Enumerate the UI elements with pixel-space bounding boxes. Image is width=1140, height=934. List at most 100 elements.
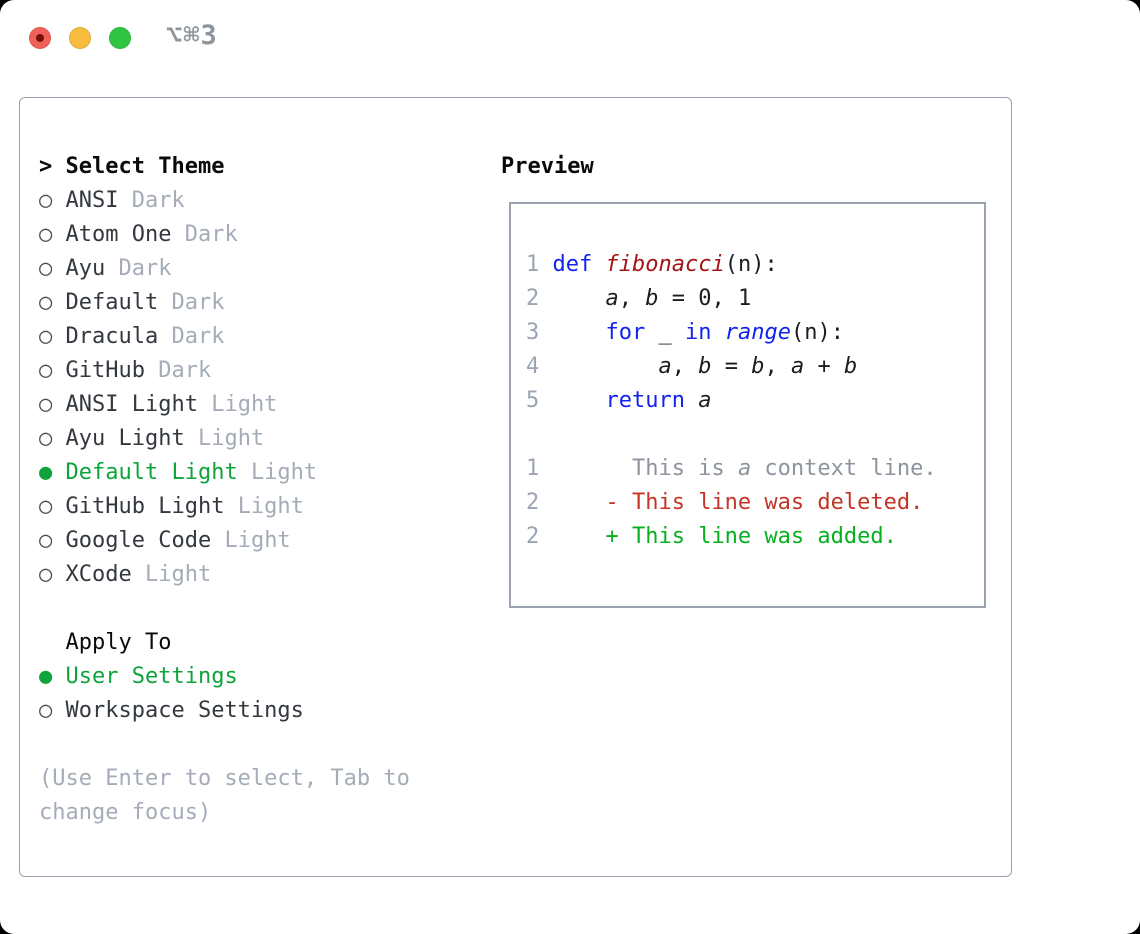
theme-name: Ayu [65,256,119,281]
theme-option-atom-one[interactable]: ○ Atom One Dark [39,218,410,252]
code-token: , [671,354,699,379]
theme-variant: Dark [171,324,225,349]
theme-variant: Dark [118,256,172,281]
code-token: a [737,456,752,481]
radio-selected-icon: ● [39,664,66,689]
line-number: 1 [526,252,553,277]
theme-variant: Dark [131,188,185,213]
apply-option-label: User Settings [65,664,238,689]
apply-to-title: Apply To [65,630,172,655]
line-number: 4 [526,354,553,379]
close-dot-icon [36,34,44,42]
apply-to-list: ● User Settings○ Workspace Settings [39,660,410,728]
code-token [685,388,698,413]
radio-icon: ○ [39,290,66,315]
apply-option-user-settings[interactable]: ● User Settings [39,660,410,694]
preview-line: 3 for _ in range(n): [526,316,976,350]
code-token: def [552,252,606,277]
theme-variant: Dark [184,222,238,247]
theme-name: GitHub [65,358,159,383]
radio-icon: ○ [39,562,66,587]
code-token: b [751,354,765,379]
apply-option-workspace-settings[interactable]: ○ Workspace Settings [39,694,410,728]
close-button[interactable] [29,27,51,49]
code-token [553,320,606,345]
minimize-button[interactable] [69,27,91,49]
line-number: 2 [526,490,553,515]
theme-option-ayu[interactable]: ○ Ayu Dark [39,252,410,286]
code-token [553,286,606,311]
code-token: a [658,354,672,379]
radio-icon: ○ [39,528,66,553]
theme-variant: Light [250,460,318,485]
preview-line: 5 return a [526,384,976,418]
preview-line: 2 a, b = 0, 1 [526,282,976,316]
code-token: + [804,354,844,379]
theme-name: Default Light [65,460,251,485]
line-number: 5 [526,388,553,413]
code-token: _ [645,320,685,345]
theme-name: GitHub Light [65,494,238,519]
select-theme-title: > Select Theme [39,150,410,184]
radio-icon: ○ [39,358,66,383]
radio-icon: ○ [39,494,66,519]
radio-icon: ○ [39,426,66,451]
preview-line [526,418,976,452]
theme-name: Ayu Light [65,426,198,451]
theme-option-default[interactable]: ○ Default Dark [39,286,410,320]
window-hotkey-label: ⌥⌘3 [166,20,218,51]
preview-line: 2 - This line was deleted. [526,486,976,520]
theme-variant: Dark [158,358,212,383]
theme-option-dracula[interactable]: ○ Dracula Dark [39,320,410,354]
help-line: change focus) [39,800,212,825]
theme-name: Default [65,290,172,315]
theme-variant: Light [144,562,212,587]
zoom-button[interactable] [109,27,131,49]
code-token: - This line was deleted. [552,490,924,515]
code-token: context line. [751,456,937,481]
theme-option-github-light[interactable]: ○ GitHub Light Light [39,490,410,524]
line-number: 2 [526,286,553,311]
line-number [526,422,553,447]
theme-variant: Light [224,528,291,553]
line-number: 3 [526,320,553,345]
theme-option-xcode[interactable]: ○ XCode Light [39,558,410,592]
theme-option-ayu-light[interactable]: ○ Ayu Light Light [39,422,410,456]
theme-option-ansi-light[interactable]: ○ ANSI Light Light [39,388,410,422]
code-token: , [764,354,791,379]
code-token: = 0, 1 [658,286,752,311]
apply-option-label: Workspace Settings [65,698,304,723]
code-token: (n): [724,252,778,277]
theme-name: Dracula [65,324,172,349]
preview-line: 1 This is a context line. [526,452,976,486]
radio-icon: ○ [39,188,66,213]
line-number: 2 [526,524,553,549]
theme-name: Google Code [65,528,225,553]
code-token: fibonacci [605,252,725,277]
code-token: a [605,286,619,311]
radio-icon: ○ [39,222,66,247]
spacer [39,728,410,762]
code-token: (n): [790,320,844,345]
radio-icon: ○ [39,256,66,281]
theme-option-ansi[interactable]: ○ ANSI Dark [39,184,410,218]
radio-icon: ○ [39,324,66,349]
spacer [39,592,410,626]
code-token [711,320,724,345]
radio-selected-icon: ● [39,460,66,485]
code-token [553,354,659,379]
theme-option-google-code[interactable]: ○ Google Code Light [39,524,410,558]
theme-option-default-light[interactable]: ● Default Light Light [39,456,410,490]
line-number: 1 [526,456,553,481]
preview-line: 1 def fibonacci(n): [526,248,976,282]
preview-title: Preview [501,154,594,179]
code-token [553,388,606,413]
code-token: , [618,286,646,311]
prompt-caret: > [39,154,66,179]
code-token: a [698,388,712,413]
code-token: + This line was added. [552,524,897,549]
theme-option-github[interactable]: ○ GitHub Dark [39,354,410,388]
